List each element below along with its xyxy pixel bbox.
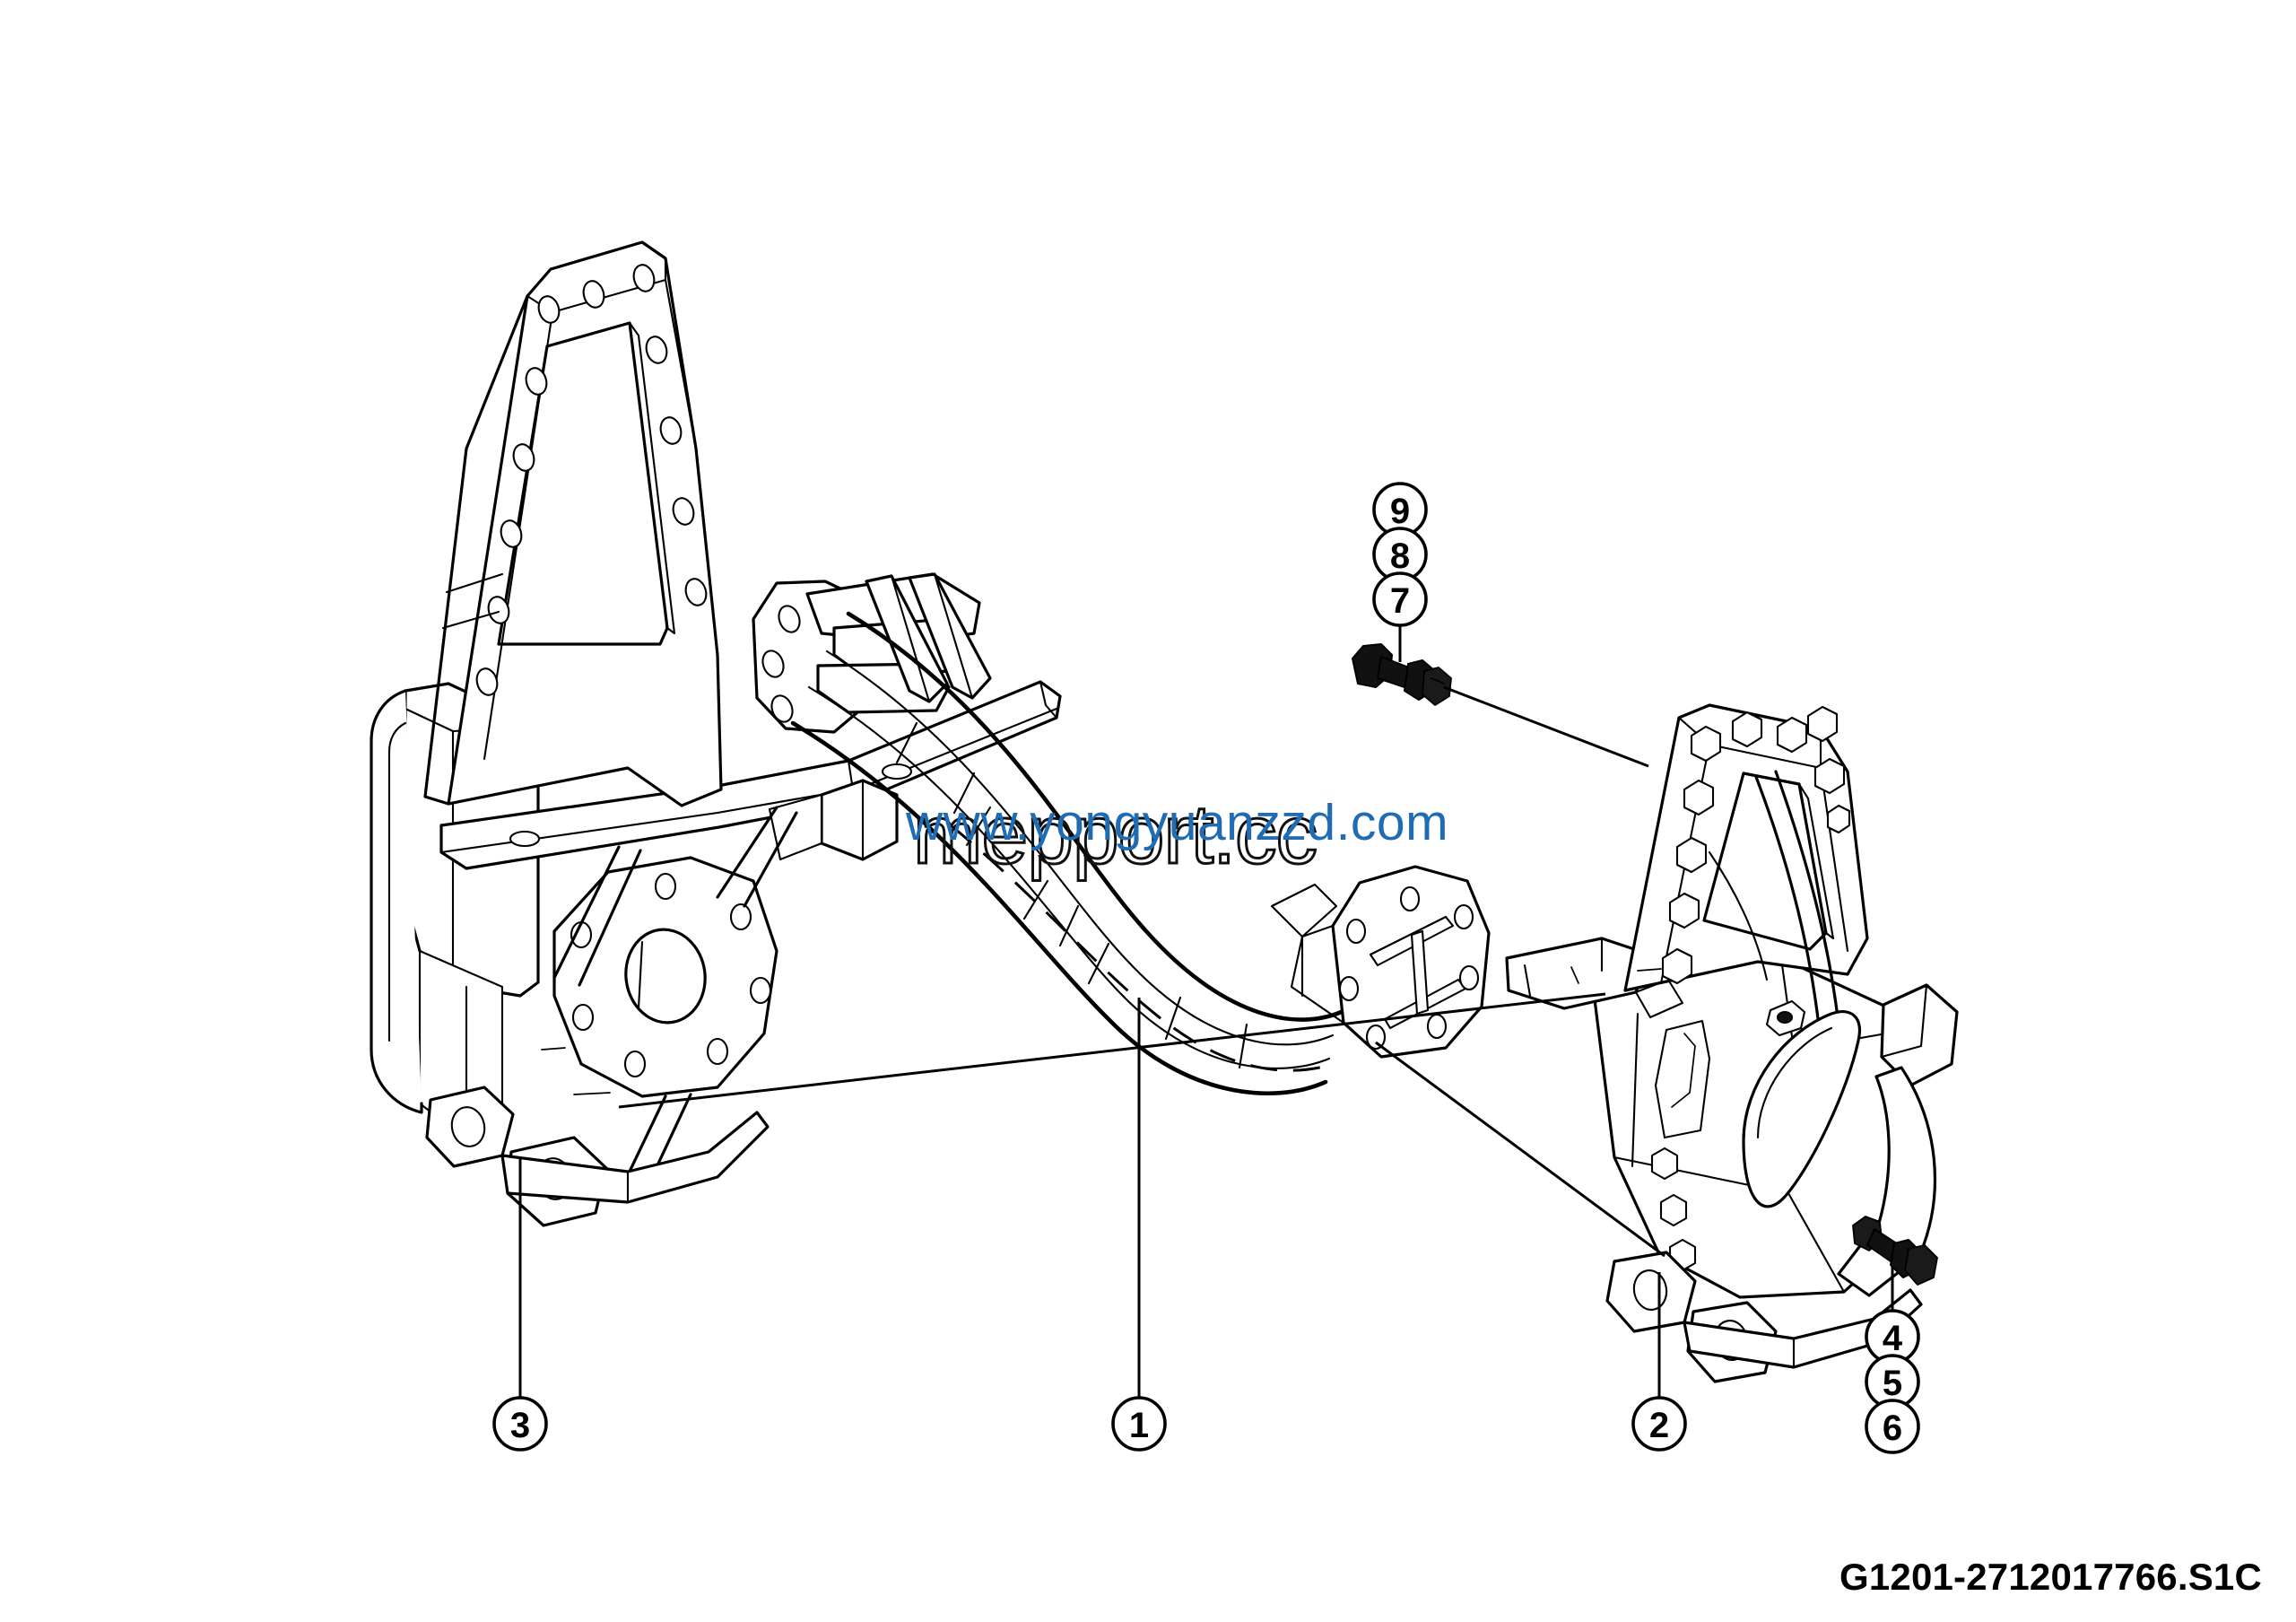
lower-fastener-illustration[interactable] bbox=[1852, 1216, 1938, 1286]
drawing-number: G1201-2712017766.S1C bbox=[1839, 1556, 2262, 1598]
callout-label-5: 5 bbox=[1883, 1364, 1902, 1403]
left-mounting-bracket-illustration[interactable] bbox=[370, 240, 1062, 1227]
callout-label-6: 6 bbox=[1883, 1408, 1902, 1448]
callout-bubbles[interactable]: 9 8 7 3 1 2 4 bbox=[492, 482, 1920, 1454]
callout-label-3: 3 bbox=[510, 1406, 530, 1445]
hex-bolt-holes-top bbox=[1731, 705, 1851, 834]
callout-label-1: 1 bbox=[1129, 1406, 1149, 1445]
callout-bubble-7[interactable]: 7 bbox=[1372, 571, 1428, 627]
crossmember-illustration[interactable] bbox=[752, 572, 1491, 1095]
callout-bubble-6[interactable]: 6 bbox=[1865, 1399, 1920, 1454]
callout-label-4: 4 bbox=[1883, 1319, 1903, 1358]
callout-label-9: 9 bbox=[1390, 492, 1410, 531]
callout-label-8: 8 bbox=[1390, 536, 1410, 576]
hex-bolt-holes-left bbox=[1661, 725, 1722, 985]
right-mounting-bracket-illustration[interactable] bbox=[1505, 703, 1959, 1383]
callout-bubble-1[interactable]: 1 bbox=[1111, 1396, 1167, 1452]
upper-fastener-illustration[interactable] bbox=[1352, 643, 1452, 706]
callout-bubble-4[interactable]: 4 bbox=[1865, 1309, 1920, 1365]
callout-label-2: 2 bbox=[1649, 1406, 1669, 1445]
leader-lines bbox=[518, 625, 1894, 1398]
callout-bubble-2[interactable]: 2 bbox=[1631, 1396, 1687, 1452]
callout-bubble-3[interactable]: 3 bbox=[492, 1396, 548, 1452]
callout-label-7: 7 bbox=[1390, 581, 1410, 621]
callout-bubble-5[interactable]: 5 bbox=[1865, 1354, 1920, 1409]
